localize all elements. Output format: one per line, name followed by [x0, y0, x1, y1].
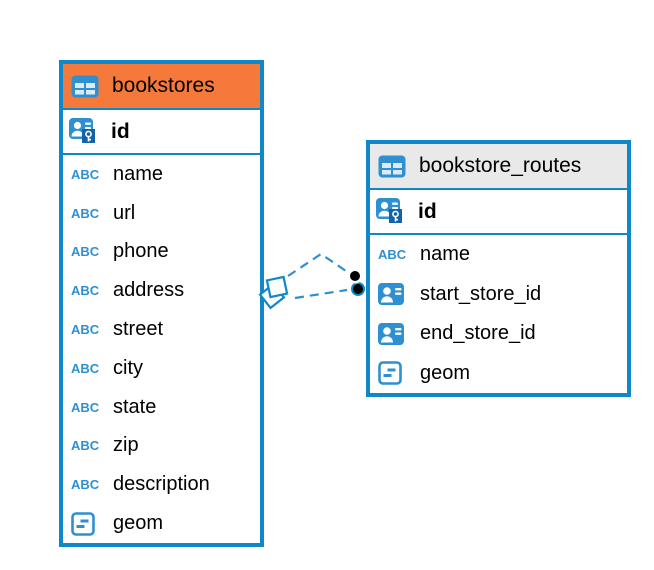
text-type-icon: ABC [71, 283, 100, 299]
column-name: url [113, 201, 136, 224]
entity-table-bookstores[interactable]: bookstores id ABC name ABC url [59, 60, 264, 547]
text-type-icon: ABC [71, 399, 100, 415]
column-row[interactable]: ABC phone [63, 232, 260, 272]
column-name: geom [113, 512, 164, 535]
table-header-bookstores[interactable]: bookstores [63, 64, 260, 110]
text-type-icon: ABC [71, 438, 100, 454]
column-name: state [113, 395, 157, 418]
text-type-icon: ABC [71, 244, 100, 260]
foreign-key-icon [378, 283, 410, 306]
column-name: end_store_id [420, 322, 536, 345]
text-type-icon: ABC [71, 205, 100, 221]
geometry-type-icon [71, 511, 103, 536]
column-row[interactable]: ABC street [63, 310, 260, 349]
column-name: id [111, 119, 130, 143]
column-row[interactable]: geom [370, 353, 627, 393]
primary-key-icon [69, 118, 101, 145]
geometry-type-icon [378, 361, 410, 386]
column-row[interactable]: ABC city [63, 348, 260, 388]
column-row[interactable]: ABC description [63, 465, 260, 505]
column-name: address [113, 279, 185, 302]
column-row[interactable]: ABC zip [63, 426, 260, 466]
column-row-pk[interactable]: id [370, 190, 627, 235]
text-type-icon: ABC [71, 322, 100, 338]
column-row-pk[interactable]: id [63, 110, 260, 155]
column-name: zip [113, 434, 139, 457]
column-name: geom [420, 361, 471, 384]
column-row[interactable]: ABC url [63, 193, 260, 233]
table-title: bookstore_routes [419, 154, 582, 177]
column-name: street [113, 318, 164, 341]
relation-line-lower[interactable] [294, 288, 348, 300]
relation-dot-upper[interactable] [347, 268, 363, 284]
foreign-key-icon [378, 322, 410, 345]
column-row[interactable]: ABC name [63, 155, 260, 194]
primary-key-icon [376, 198, 408, 225]
text-type-icon: ABC [71, 166, 100, 182]
column-row[interactable]: ABC name [370, 235, 627, 275]
column-name: id [418, 199, 437, 223]
table-icon [378, 155, 410, 178]
entity-table-bookstore-routes[interactable]: bookstore_routes id ABC name [366, 140, 631, 397]
text-type-icon: ABC [378, 247, 407, 263]
column-name: start_store_id [420, 282, 542, 305]
text-type-icon: ABC [71, 477, 100, 493]
column-row[interactable]: ABC address [63, 271, 260, 311]
table-title: bookstores [112, 74, 215, 97]
relation-dot-lower[interactable] [351, 282, 365, 296]
relation-diamond-front[interactable] [265, 275, 289, 299]
column-name: city [113, 356, 143, 379]
column-name: description [113, 473, 210, 496]
column-row[interactable]: ABC state [63, 387, 260, 427]
table-body: ABC name start_store_id [370, 235, 627, 393]
relation-line-upper[interactable] [287, 252, 350, 277]
column-row[interactable]: geom [63, 504, 260, 543]
column-name: name [113, 162, 164, 185]
table-body: ABC name ABC url ABC phone ABC address A… [63, 155, 260, 543]
text-type-icon: ABC [71, 360, 100, 376]
table-icon [71, 75, 103, 98]
column-row[interactable]: end_store_id [370, 314, 627, 354]
column-row[interactable]: start_store_id [370, 274, 627, 314]
table-header-bookstore-routes[interactable]: bookstore_routes [370, 144, 627, 190]
column-name: phone [113, 240, 169, 263]
column-name: name [420, 243, 471, 266]
